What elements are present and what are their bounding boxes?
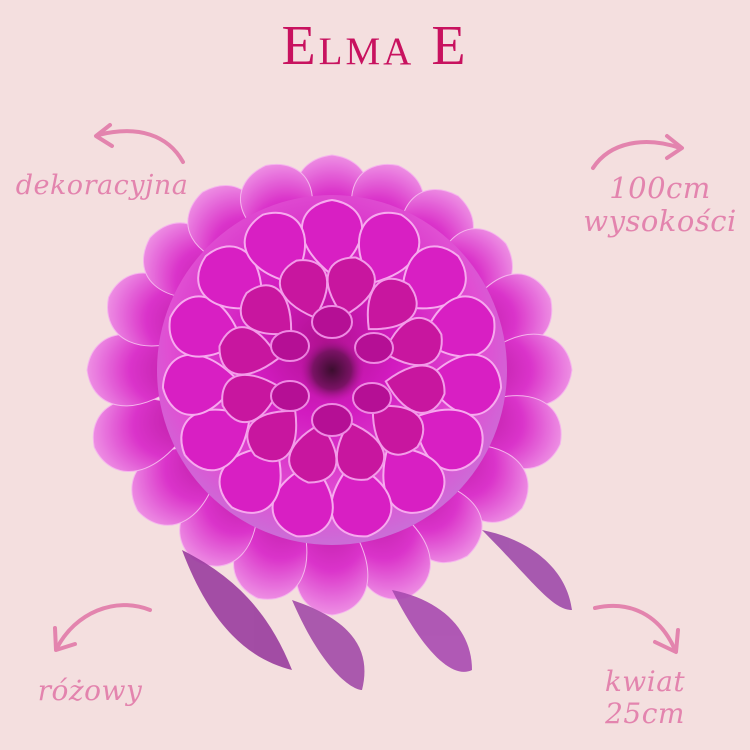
flower-word: kwiat	[604, 665, 686, 698]
dahlia-flower-image	[86, 154, 573, 690]
label-flower-size: kwiat 25cm	[590, 665, 700, 731]
height-word: wysokości	[583, 204, 737, 239]
label-height: 100cm wysokości	[575, 171, 745, 239]
color-text: różowy	[37, 674, 143, 707]
flower-center	[300, 338, 364, 402]
height-value: 100cm	[609, 171, 711, 205]
variety-title: Elma E	[281, 15, 469, 77]
label-color: różowy	[30, 674, 150, 707]
label-type: dekoracyjna	[12, 170, 192, 201]
arrow-top-left-icon	[94, 123, 185, 164]
flower-size-value: 25cm	[605, 697, 685, 731]
type-text: dekoracyjna	[15, 170, 189, 201]
arrow-bottom-left-icon	[53, 603, 152, 652]
arrow-top-right-icon	[591, 134, 684, 170]
arrow-bottom-right-icon	[593, 603, 680, 654]
